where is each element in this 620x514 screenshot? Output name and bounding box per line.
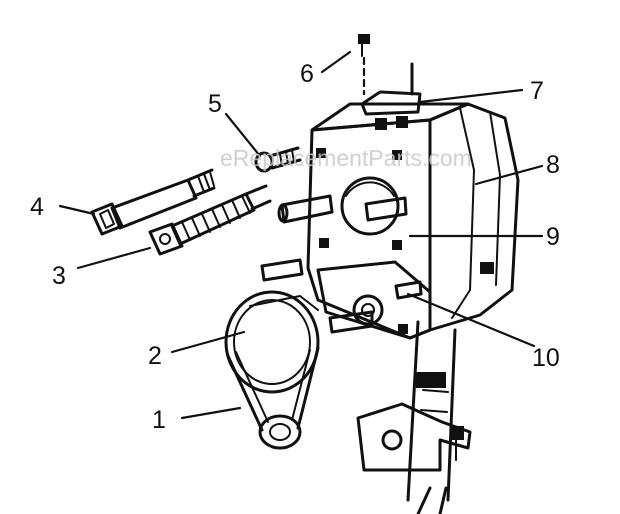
callout-4: 4 [30,193,44,221]
callout-3: 3 [52,262,66,290]
pulley-belt [224,290,320,450]
watermark-text: eReplacementParts.com [220,145,472,171]
screw-nut [254,146,302,173]
callout-7: 7 [530,77,544,105]
shafts [260,194,423,334]
callout-1: 1 [152,406,166,434]
callout-8: 8 [546,151,560,179]
callout-labels: 1 2 3 4 5 6 7 8 9 10 [30,60,560,434]
callout-9: 9 [546,223,560,251]
callout-6: 6 [300,60,314,88]
spring-bolt [148,184,272,256]
callout-5: 5 [208,90,222,118]
long-bolt [90,168,216,236]
gear-housing [306,90,520,340]
post-collar [416,372,446,388]
callout-10: 10 [532,344,560,372]
mounting-bracket [356,402,472,472]
set-screw [358,34,414,96]
callout-2: 2 [148,342,162,370]
leader-lines [58,50,544,420]
